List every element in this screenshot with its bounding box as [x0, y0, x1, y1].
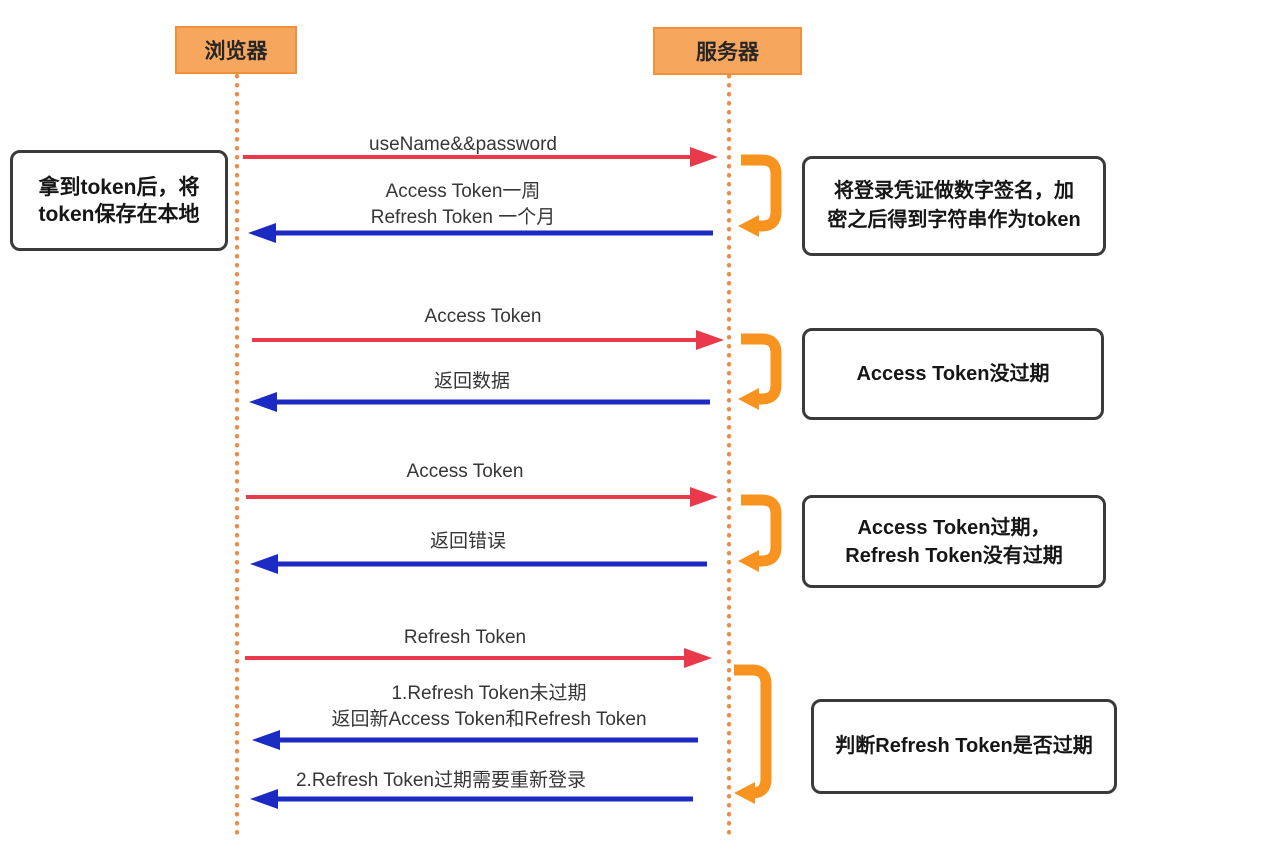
- note-sign-credentials: 将登录凭证做数字签名，加 密之后得到字符串作为token: [802, 156, 1106, 256]
- arrow-return-error: [250, 554, 707, 574]
- message-label-access-token-2: Access Token: [407, 459, 524, 485]
- arrow-access-token-1: [252, 330, 724, 350]
- arrow-refresh-expired: [250, 789, 693, 809]
- actor-server-label: 服务器: [696, 41, 759, 64]
- note-line: Access Token没过期: [856, 362, 1050, 385]
- note-line: Access Token过期，: [857, 516, 1051, 539]
- message-line: Access Token: [424, 306, 542, 327]
- message-label-username-password: useName&&password: [369, 132, 557, 158]
- note-line: 拿到token后，将: [38, 175, 200, 199]
- server-loop-arrow-4: [734, 664, 772, 804]
- message-label-return-error: 返回错误: [430, 529, 506, 555]
- arrow-refresh-token: [245, 648, 712, 668]
- message-label-refresh-token: Refresh Token: [404, 625, 526, 651]
- arrow-tokens-returned: [248, 223, 713, 243]
- message-line: 返回数据: [433, 371, 511, 392]
- message-label-access-token-1: Access Token: [425, 304, 542, 330]
- note-line: 将登录凭证做数字签名，加: [834, 180, 1074, 202]
- note-line: 判断Refresh Token是否过期: [835, 735, 1093, 757]
- actor-server: 服务器: [653, 27, 802, 75]
- arrow-refresh-not-expired: [252, 730, 698, 750]
- server-loop-arrow-2: [738, 333, 782, 410]
- note-line: token保存在本地: [38, 202, 200, 226]
- message-line: useName&&password: [369, 134, 557, 155]
- message-line: 返回新Access Token和Refresh Token: [331, 709, 647, 730]
- actor-browser-label: 浏览器: [204, 40, 268, 63]
- message-line: Refresh Token: [403, 627, 527, 648]
- arrow-return-data: [249, 392, 710, 412]
- message-line: Access Token一周: [385, 181, 541, 202]
- note-check-refresh-expired: 判断Refresh Token是否过期: [811, 699, 1117, 794]
- note-line: 密之后得到字符串作为token: [827, 209, 1081, 231]
- message-line: 返回错误: [429, 531, 507, 552]
- note-access-expired-refresh-valid: Access Token过期， Refresh Token没有过期: [802, 495, 1106, 588]
- message-label-tokens-returned: Access Token一周 Refresh Token 一个月: [371, 179, 555, 231]
- message-line: Refresh Token 一个月: [370, 207, 556, 228]
- message-line: 2.Refresh Token过期需要重新登录: [295, 770, 587, 791]
- note-save-token-locally: 拿到token后，将 token保存在本地: [10, 150, 228, 251]
- arrow-access-token-2: [246, 487, 718, 507]
- message-label-refresh-expired-relogin: 2.Refresh Token过期需要重新登录: [296, 768, 586, 794]
- message-line: Access Token: [406, 461, 524, 482]
- note-access-token-valid: Access Token没过期: [802, 328, 1104, 420]
- server-loop-arrow-1: [738, 154, 782, 237]
- note-line: Refresh Token没有过期: [845, 544, 1063, 567]
- server-loop-arrow-3: [738, 494, 782, 572]
- arrow-username-password: [243, 147, 718, 167]
- message-label-refresh-not-expired: 1.Refresh Token未过期 返回新Access Token和Refre…: [331, 681, 646, 733]
- message-line: 1.Refresh Token未过期: [391, 683, 587, 704]
- message-label-return-data: 返回数据: [434, 369, 510, 395]
- actor-browser: 浏览器: [175, 26, 297, 74]
